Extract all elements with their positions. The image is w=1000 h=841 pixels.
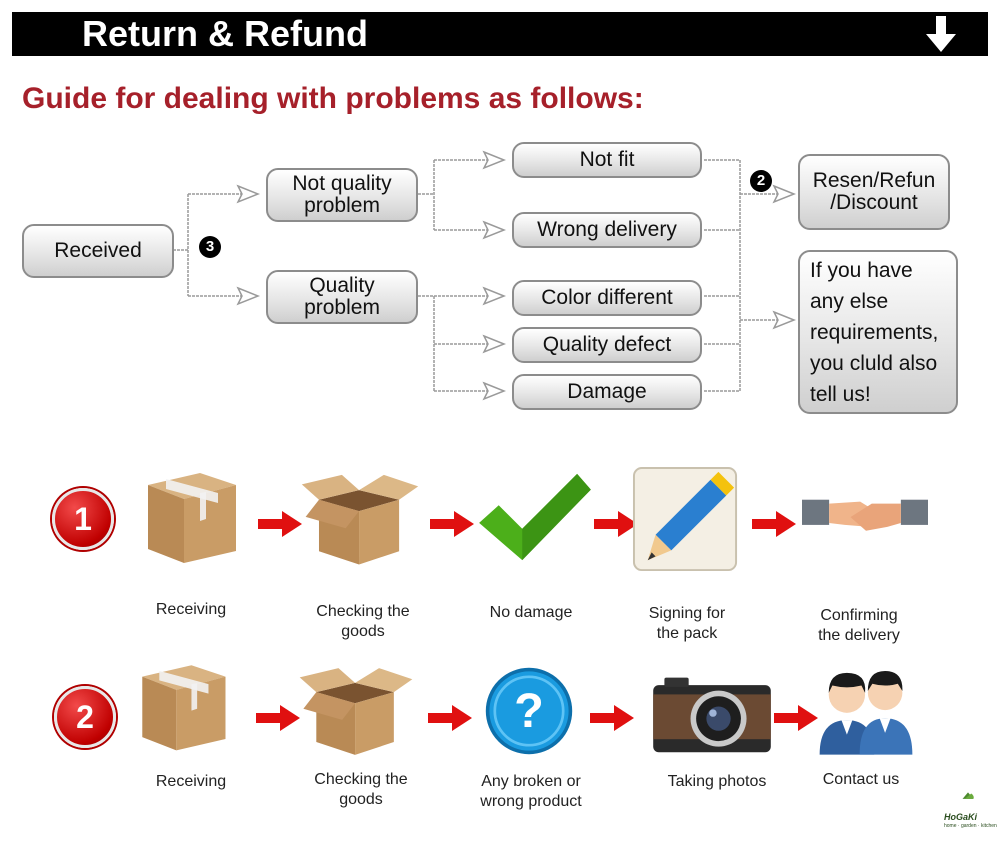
quality-problem-box: Quality problem [266, 270, 418, 324]
customer-service-icon [819, 671, 913, 755]
outcome-not-fit: Not fit [512, 142, 702, 178]
header-bar: Return & Refund [12, 12, 988, 56]
outcome-damage: Damage [512, 374, 702, 410]
step-caption: Contact us [822, 771, 900, 788]
box-closed-icon [142, 665, 226, 751]
quality-problem-label: Quality problem [304, 274, 380, 319]
pencil-sign-icon [632, 466, 738, 572]
else-requirements-box: If you have any else requirements, you c… [798, 250, 958, 414]
svg-text:?: ? [514, 684, 544, 738]
outcome-label: Wrong delivery [537, 218, 677, 241]
box-open-icon [299, 668, 413, 755]
red-arrow-icon [594, 511, 638, 537]
green-check-icon [479, 473, 591, 561]
not-quality-problem-label: Not quality problem [292, 172, 392, 217]
red-arrow-icon [752, 511, 796, 537]
hogaki-logo-icon [962, 792, 974, 799]
handshake-icon [802, 499, 928, 531]
not-quality-problem-box: Not quality problem [266, 168, 418, 222]
received-label: Received [54, 239, 142, 262]
else-requirements-label: If you have any else requirements, you c… [810, 258, 939, 406]
step-caption: Confirming the delivery [818, 607, 900, 644]
step-caption: Checking the goods [314, 771, 408, 808]
camera-icon [653, 677, 771, 753]
outcome-quality-defect: Quality defect [512, 327, 702, 363]
red-arrow-icon [430, 511, 474, 537]
red-arrow-icon [256, 705, 300, 731]
badge-2: 2 [750, 170, 772, 192]
logo-name: HoGaKi [944, 812, 978, 822]
guide-subtitle: Guide for dealing with problems as follo… [22, 82, 644, 115]
step-caption: Signing for the pack [648, 605, 726, 642]
step-caption: Receiving [155, 773, 227, 790]
badge-3: 3 [199, 236, 221, 258]
step-caption: No damage [489, 604, 573, 621]
outcome-label: Color different [541, 286, 673, 309]
header-title: Return & Refund [82, 13, 368, 54]
box-open-icon [301, 474, 419, 565]
outcome-wrong-delivery: Wrong delivery [512, 212, 702, 248]
step-caption: Receiving [155, 601, 227, 618]
question-mark-icon: ? [485, 667, 573, 755]
step-caption: Any broken or wrong product [480, 773, 582, 810]
red-arrow-icon [428, 705, 472, 731]
resolution-box: Resen/Refun /Discount [798, 154, 950, 230]
resolution-label: Resen/Refun /Discount [812, 169, 936, 214]
outcome-label: Quality defect [542, 333, 672, 356]
step-caption: Checking the goods [316, 603, 410, 640]
outcome-label: Not fit [579, 148, 635, 171]
outcome-color-different: Color different [512, 280, 702, 316]
box-closed-icon [148, 473, 236, 563]
down-arrow-icon [926, 16, 956, 52]
red-arrow-icon [258, 511, 302, 537]
step-number-1: 1 [52, 488, 114, 550]
received-box: Received [22, 224, 174, 278]
logo-tagline: home · garden · kitchen [944, 823, 997, 829]
red-arrow-icon [590, 705, 634, 731]
outcome-label: Damage [567, 380, 647, 403]
red-arrow-icon [774, 705, 818, 731]
step-caption: Taking photos [667, 773, 767, 790]
step-number-2: 2 [54, 686, 116, 748]
